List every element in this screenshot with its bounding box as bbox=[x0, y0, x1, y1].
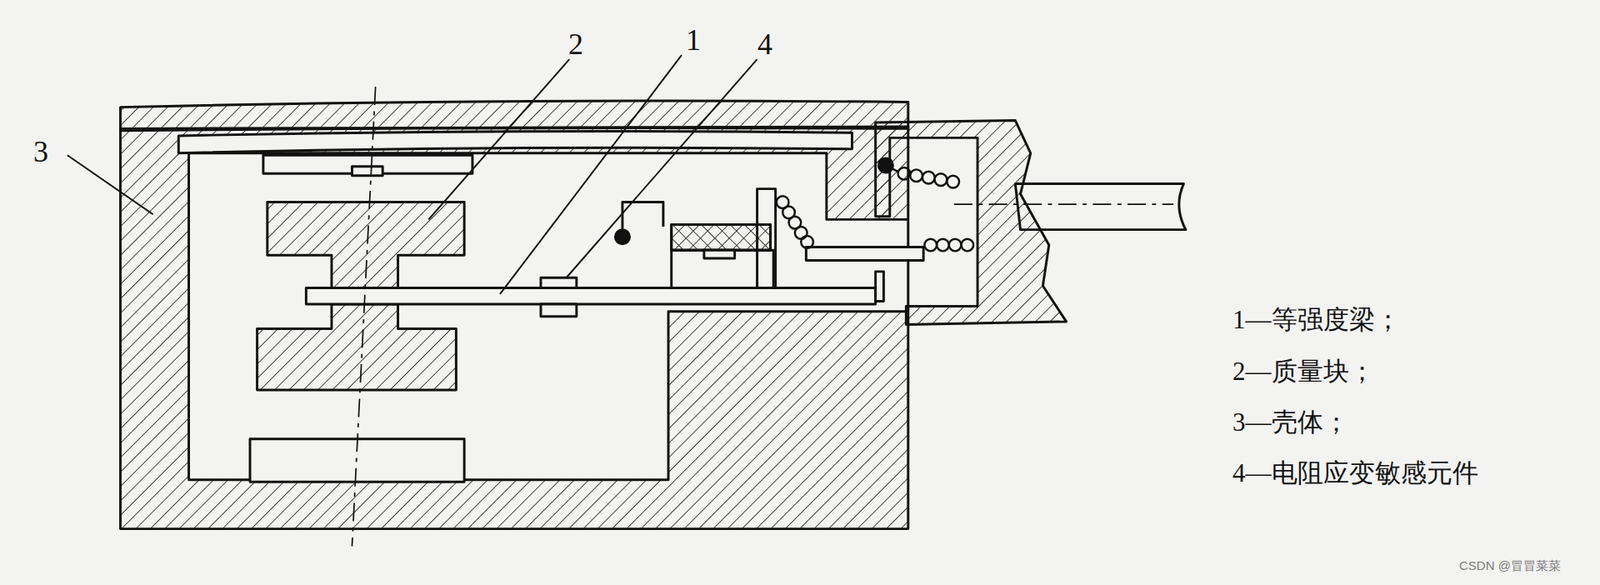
legend-text: 2—质量块； bbox=[1232, 357, 1375, 386]
legend-text: 4—电阻应变敏感元件 bbox=[1232, 459, 1479, 488]
callout-number: 2 bbox=[568, 28, 584, 62]
watermark: CSDN @冒冒菜菜 bbox=[1459, 559, 1561, 574]
legend-text: 1—等强度梁； bbox=[1232, 305, 1401, 335]
callout-number: 3 bbox=[33, 135, 49, 170]
callout-number: 1 bbox=[685, 24, 701, 58]
callout-number: 4 bbox=[757, 28, 773, 62]
legend-text: 3—壳体； bbox=[1232, 408, 1350, 437]
